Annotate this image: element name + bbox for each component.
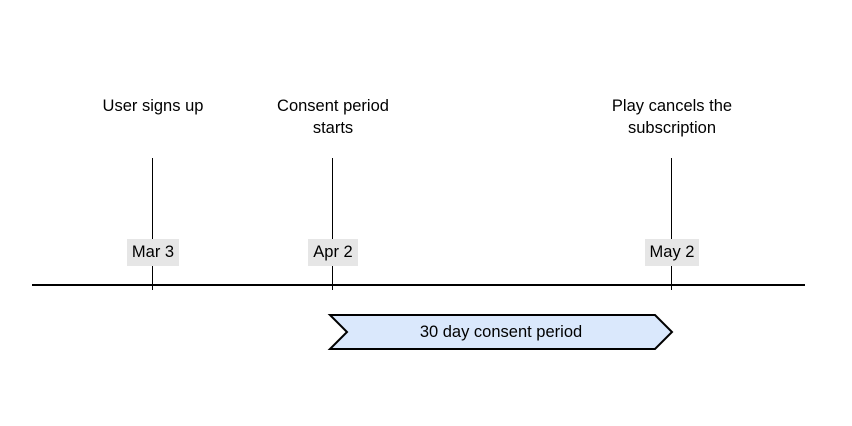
event-date-text-play-cancels: May 2 <box>644 239 700 266</box>
event-tick-line-signup <box>152 158 154 290</box>
event-date-badge-signup: Mar 3 <box>93 239 213 266</box>
event-label-consent-start: Consent period starts <box>277 97 389 137</box>
event-date-text-consent-start: Apr 2 <box>308 239 358 266</box>
event-date-badge-play-cancels: May 2 <box>612 239 732 266</box>
event-label-play-cancels: Play cancels the subscription <box>611 97 733 137</box>
event-tick-line-consent-start <box>332 158 334 290</box>
event-tick-line-play-cancels <box>671 158 673 290</box>
event-date-text-signup: Mar 3 <box>126 239 180 266</box>
timeline-axis <box>32 284 805 286</box>
consent-period-banner-shape <box>327 314 674 350</box>
event-label-signup: User signs up <box>102 97 204 115</box>
consent-period-banner: 30 day consent period <box>327 314 674 350</box>
event-date-badge-consent-start: Apr 2 <box>273 239 393 266</box>
